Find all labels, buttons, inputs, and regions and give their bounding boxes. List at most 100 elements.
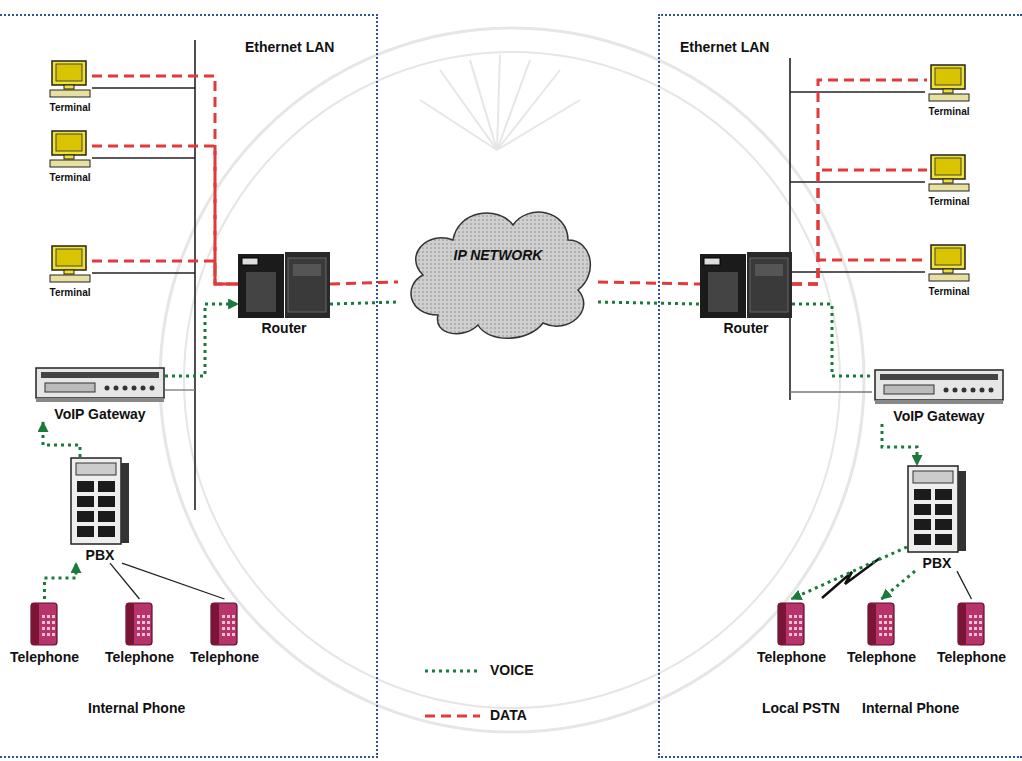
cloud-label: IP NETWORK [454,247,543,263]
terminal-part [50,275,90,282]
seal-ring [160,28,864,732]
pbx-part [935,519,952,530]
phone-part [222,621,225,624]
data-link [792,170,927,284]
gateway-part [105,386,110,391]
phone-node: Telephone [190,599,259,665]
lan-drop [92,272,195,273]
phone-label: Telephone [937,649,1006,665]
gateway-label: VoIP Gateway [54,406,145,422]
phone-part [868,603,876,645]
phone-part [979,627,982,630]
phone-part [889,621,892,624]
phone-part [879,621,882,624]
phone-part [232,627,235,630]
legend-text: VOICE [490,662,534,678]
region-heading: Ethernet LAN [245,39,334,55]
phone-part [232,621,235,624]
phone-part [222,633,225,636]
terminal-node: Terminal [927,244,971,298]
data-link [92,76,238,284]
phone-part [147,627,150,630]
router-node: Router [700,252,792,336]
gateway-label: VoIP Gateway [893,408,984,424]
phone-part [879,627,882,630]
pbx-part [77,511,94,522]
ethernet-bus [194,40,196,510]
terminal-label: Terminal [929,106,970,118]
phone-part [974,615,977,618]
voice-link [44,563,76,599]
phone-part [52,627,55,630]
phone-part [52,615,55,618]
ethernet-bus [789,58,791,400]
phone-part [789,621,792,624]
phone-part [794,633,797,636]
terminal-part [52,61,86,85]
pbx-part [98,511,115,522]
phone-icon [956,599,986,647]
lan-drop [790,271,925,272]
phone-part [211,603,237,645]
phone-part [974,627,977,630]
terminal-part [929,94,969,101]
gateway-part [141,386,146,391]
phone-part [879,615,882,618]
gateway-icon [35,362,165,404]
router-part [747,252,792,318]
gateway-part [45,383,95,392]
data-link [92,261,238,284]
pbx-node: PBX [70,457,130,563]
phone-node: Telephone [10,599,79,665]
pbx-part [914,489,931,500]
watermark-seal [160,28,864,732]
phone-part [31,603,57,645]
terminal-part [56,134,82,151]
router-part [238,254,284,318]
terminal-part [929,184,969,191]
data-link [598,282,700,284]
seal-ray [497,55,500,150]
phone-label: Telephone [757,649,826,665]
router-icon [700,252,792,318]
phone-part [227,615,230,618]
terminal-node: Terminal [927,154,971,208]
phone-node: Telephone [847,599,916,665]
phone-label: Telephone [10,649,79,665]
terminal-icon [927,154,971,194]
phone-node: Telephone [757,599,826,665]
cloud-shape [411,212,590,338]
phone-part [42,633,45,636]
terminal-label: Terminal [50,287,91,299]
pbx-part [121,463,129,543]
lan-wiring [92,40,925,510]
router-part [755,264,783,276]
terminal-part [50,160,90,167]
gateway-icon [874,364,1004,406]
phone-part [137,615,140,618]
phone-part [126,603,152,645]
voice-link [330,302,398,304]
router-node: Router [238,252,330,336]
terminal-node: Terminal [48,60,92,114]
phone-part [789,633,792,636]
phone-part [979,615,982,618]
area-label: Internal Phone [862,700,959,716]
gateway-node: VoIP Gateway [874,364,1004,424]
gateway-part [875,400,1003,404]
voice-link [598,302,700,304]
phone-part [974,621,977,624]
gateway-part [875,370,1003,400]
phone-part [789,615,792,618]
phone-icon [866,599,896,647]
phone-part [47,633,50,636]
pbx-part [98,481,115,492]
data-link [92,146,238,284]
voice-link [165,304,238,376]
router-part [288,258,326,312]
phone-part [52,633,55,636]
gateway-part [884,385,934,394]
phone-part [889,615,892,618]
